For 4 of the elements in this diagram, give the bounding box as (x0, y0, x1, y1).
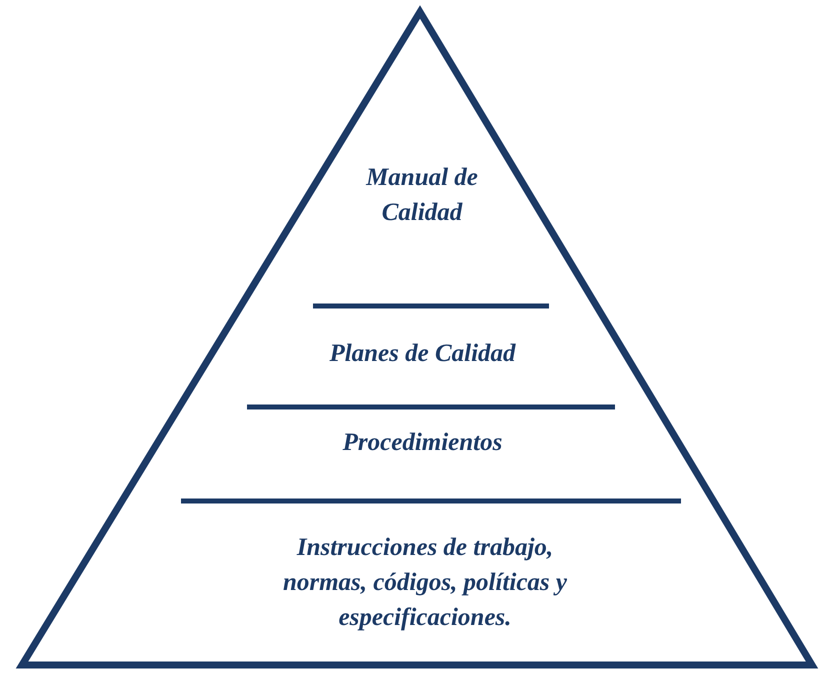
tier-label: Procedimientos (300, 425, 545, 460)
tier-label: Planes de Calidad (300, 336, 545, 371)
tier-label: Instrucciones de trabajo, normas, códigos, políticas y especificaciones. (255, 530, 595, 635)
tier-label: Manual de Calidad (362, 160, 482, 230)
